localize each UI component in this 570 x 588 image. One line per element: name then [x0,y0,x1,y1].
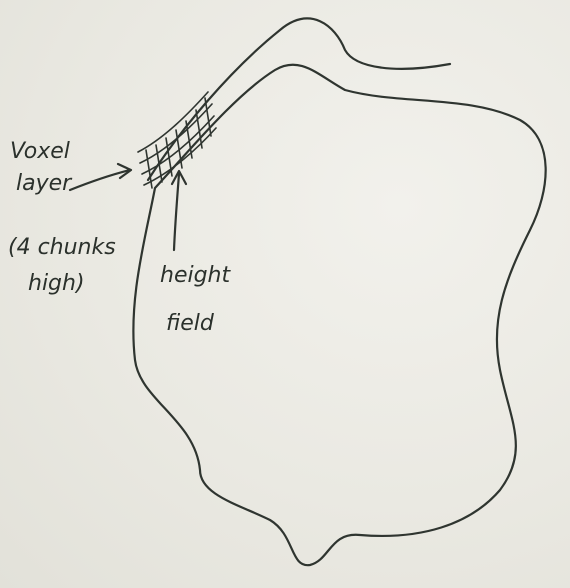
label-line: Voxel [10,139,70,164]
label-line: layer [16,171,73,196]
voxel-layer-label: Voxel layer (4 chunks high) [8,139,116,296]
terrain-outline [132,63,547,567]
height-field-label: height field [160,263,231,336]
label-line: high) [28,271,85,296]
label-line: field [166,311,215,336]
label-line: (4 chunks [8,235,116,260]
height-field-arrow [170,169,188,252]
voxel-grid [137,91,217,189]
terrain-outline [146,17,452,182]
voxel-layer-arrow [68,162,133,192]
label-line: height [160,263,231,288]
